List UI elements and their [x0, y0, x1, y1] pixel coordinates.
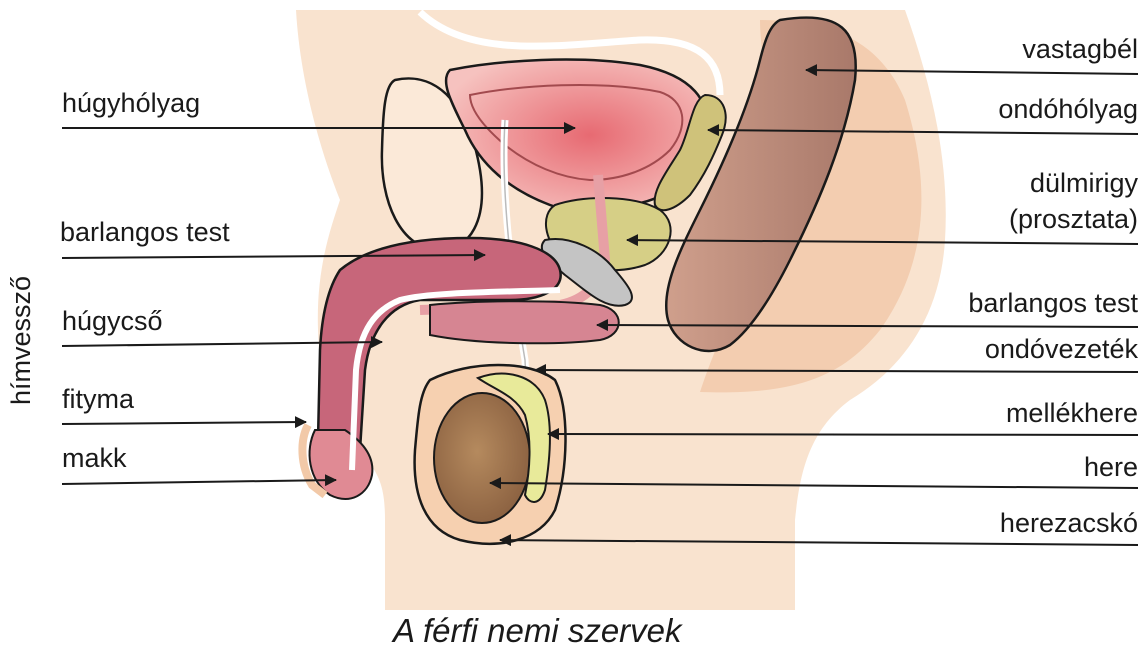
label-here: here [1083, 452, 1138, 482]
label-barlangos-test-2: barlangos test [968, 288, 1138, 318]
label-barlangos-test-1: barlangos test [60, 217, 230, 247]
leader-ondovezetek [534, 364, 1139, 377]
leader-ondoholyag [707, 124, 1139, 137]
label-himvesszo: hímvessző [6, 275, 36, 405]
label-herezacsko: herezacskó [999, 508, 1138, 538]
diagram-caption: A férfi nemi szervek [393, 612, 682, 649]
leader-dulmirigy [626, 234, 1139, 247]
leader-makk [61, 474, 337, 487]
label-mellekhere: mellékhere [1005, 398, 1138, 428]
label-hugyholyag: húgyhólyag [62, 88, 201, 118]
label-ondoholyag: ondóhólyag [998, 94, 1138, 124]
corpus-lower [429, 300, 620, 345]
leader-here [489, 477, 1139, 490]
leader-herezacsko [499, 534, 1139, 547]
label-vastagbel: vastagbél [1022, 34, 1138, 64]
leader-hugycso [61, 336, 383, 349]
testis [433, 392, 531, 524]
seminal-vesicle [653, 93, 727, 212]
colon [664, 16, 857, 353]
label-hugycso: húgycső [62, 306, 163, 336]
label-dulmirigy: dülmirigy [1029, 168, 1138, 198]
leader-barlangos-test-1 [61, 249, 486, 262]
label-ondovezetek: ondóvezeték [984, 334, 1138, 364]
label-prosztata: (prosztata) [1008, 204, 1138, 234]
leader-mellekhere [547, 428, 1139, 441]
leader-barlangos-test-2 [596, 319, 1139, 332]
epididymis [475, 372, 551, 503]
label-fityma: fityma [62, 384, 135, 414]
label-makk: makk [62, 443, 127, 473]
leader-vastagbel [805, 64, 1139, 77]
foreskin [298, 423, 328, 499]
bladder [444, 58, 709, 213]
leader-fityma [61, 416, 307, 429]
